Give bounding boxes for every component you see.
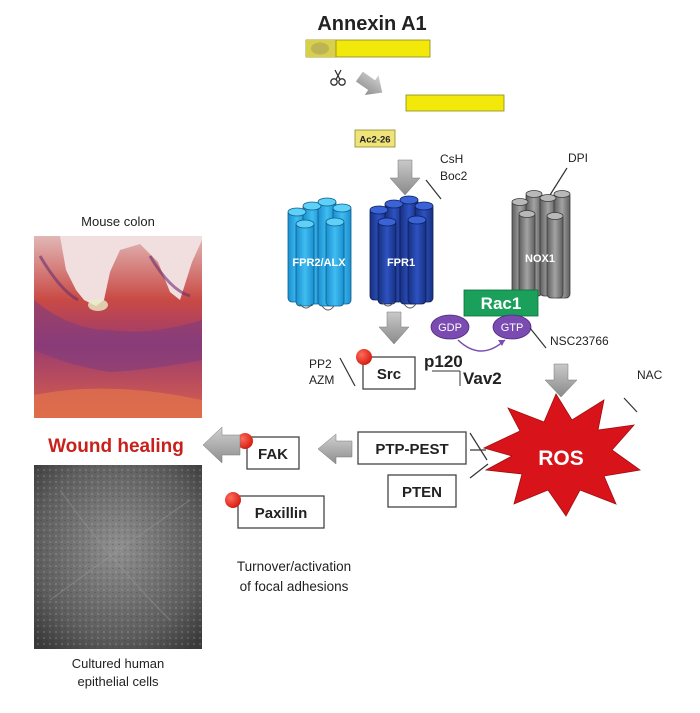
- annexin-full-bar: [305, 39, 431, 58]
- nsc-inhibition-bar: [529, 327, 547, 349]
- p120-label: p120: [424, 352, 463, 371]
- mouse-colon-caption: Mouse colon: [81, 214, 155, 229]
- fpr2-label: FPR2/ALX: [292, 257, 346, 269]
- scissors-icon: [330, 69, 346, 86]
- fak-label: FAK: [258, 446, 288, 463]
- cultured-caption-line1: Cultured human: [72, 656, 165, 671]
- gtp-label: GTP: [501, 322, 524, 334]
- src-phospho-dot: [356, 349, 372, 365]
- rac1-label: Rac1: [481, 294, 522, 313]
- vav2-label: Vav2: [463, 369, 502, 388]
- boc2-inhibition-bar: [425, 179, 442, 200]
- ros-pten-inhibit: [469, 463, 489, 479]
- pten-label: PTEN: [402, 484, 442, 501]
- cultured-cells-image: [34, 465, 202, 649]
- paxillin-phospho-dot: [225, 492, 241, 508]
- pp2-label: PP2: [309, 357, 332, 371]
- fak-phospho-dot: [237, 433, 253, 449]
- arrow-to-wound-healing: [202, 426, 241, 464]
- diagram-title: Annexin A1: [317, 13, 426, 35]
- pten-box: PTEN: [387, 474, 457, 508]
- rac1-box: Rac1: [463, 289, 539, 317]
- nac-label: NAC: [637, 368, 663, 382]
- paxillin-box: Paxillin: [237, 495, 325, 529]
- src-box: Src: [362, 356, 416, 390]
- nsc-label: NSC23766: [550, 334, 609, 348]
- arrow-to-fak: [317, 433, 353, 465]
- csh-label: CsH: [440, 152, 463, 166]
- src-inhibition-bar: [339, 357, 356, 387]
- ac2-26-label: Ac2-26: [359, 135, 390, 146]
- arrow-to-fpr1: [389, 159, 421, 196]
- arrow-to-ros: [544, 363, 578, 398]
- dpi-inhibition-bar: [549, 167, 568, 196]
- annexin-cleaved-bar: [405, 94, 505, 112]
- boc2-label: Boc2: [440, 169, 468, 183]
- mouse-colon-histology-image: [34, 236, 202, 418]
- arrow-to-src: [378, 311, 410, 345]
- nox1-complex: NOX1: [511, 190, 571, 299]
- cultured-caption-line2: epithelial cells: [78, 674, 159, 689]
- turnover-line2: of focal adhesions: [240, 579, 349, 594]
- azm-label: AZM: [309, 373, 334, 387]
- wound-healing-label: Wound healing: [48, 436, 184, 457]
- cleavage-arrow: [355, 71, 383, 95]
- gdp-gtp-cycle-arrow: [457, 339, 506, 352]
- ptp-pest-box: PTP-PEST: [357, 431, 467, 465]
- nox1-label: NOX1: [525, 253, 555, 265]
- fak-box: FAK: [246, 436, 300, 470]
- turnover-line1: Turnover/activation: [237, 559, 351, 574]
- gdp-label: GDP: [438, 322, 462, 334]
- nac-inhibition-bar: [623, 397, 638, 413]
- fpr1-label: FPR1: [387, 257, 415, 269]
- src-label: Src: [377, 366, 401, 383]
- fpr2-receptor: FPR2/ALX: [287, 197, 352, 311]
- ptp-pest-label: PTP-PEST: [375, 441, 448, 458]
- ros-burst: ROS: [482, 393, 642, 517]
- fpr1-receptor: FPR1: [369, 195, 434, 309]
- dpi-label: DPI: [568, 151, 588, 165]
- ac2-26-peptide: Ac2-26: [354, 129, 396, 148]
- paxillin-label: Paxillin: [255, 505, 308, 522]
- gtp-node: GTP: [492, 314, 532, 340]
- ros-label: ROS: [538, 447, 584, 470]
- gdp-node: GDP: [430, 314, 470, 340]
